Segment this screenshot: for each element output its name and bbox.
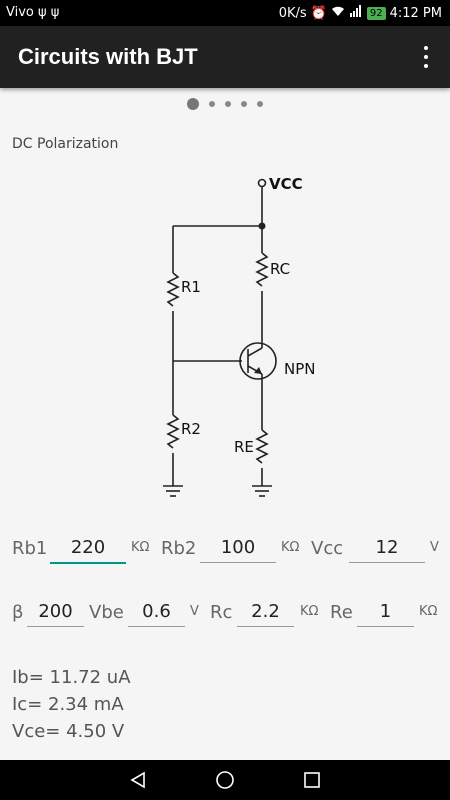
usb-icon: ψ ψ [38,5,60,20]
status-bar: Vivo ψ ψ 0K/s ⏰ 92 4:12 PM [0,0,450,26]
rb1-label: Rb1 [12,538,48,559]
page-dot-3[interactable] [225,101,231,107]
emitter-arrow-icon [254,367,262,374]
wifi-icon [331,5,345,21]
overflow-menu-icon[interactable] [416,44,436,70]
ic-result: Ic= 2.34 mA [12,694,124,715]
app-bar: Circuits with BJT [0,26,450,88]
section-title: DC Polarization [12,136,119,152]
network-speed: 0K/s [278,5,307,21]
re-unit: KΩ [419,604,438,619]
back-icon[interactable] [118,760,158,800]
rc-label: RC [270,260,290,278]
rb1-input[interactable]: 220 [50,536,126,564]
r2-label: R2 [181,420,201,438]
re-input-label: Re [330,602,353,623]
page-dot-4[interactable] [241,101,247,107]
page-dot-1[interactable] [187,98,199,110]
home-icon[interactable] [205,760,245,800]
rb2-unit: KΩ [281,540,300,555]
vbe-input[interactable]: 0.6 [128,600,185,627]
rc-unit: KΩ [300,604,319,619]
navigation-bar [0,760,450,800]
results: Ib= 11.72 uA Ic= 2.34 mA Vce= 4.50 V [12,664,131,745]
rb2-input[interactable]: 100 [200,536,276,563]
bjt-circuit-diagram: VCC R1 R2 RC RE NPN [163,175,316,497]
carrier-label: Vivo [6,5,34,20]
input-row-1: Rb1 220 KΩ Rb2 100 KΩ Vcc 12 V [0,536,450,566]
junction-dot [258,222,266,230]
vcc-label: VCC [269,175,303,193]
clock: 4:12 PM [389,5,442,21]
beta-label: β [12,602,24,623]
vcc-input[interactable]: 12 [349,536,425,563]
page-dot-2[interactable] [209,101,215,107]
re-input[interactable]: 1 [357,600,414,627]
re-label: RE [234,438,254,456]
vbe-label: Vbe [89,602,124,623]
rb2-label: Rb2 [161,538,197,559]
rc-input-label: Rc [210,602,233,623]
input-row-2: β 200 Vbe 0.6 V Rc 2.2 KΩ Re 1 KΩ [0,600,450,630]
ib-result: Ib= 11.72 uA [12,667,131,688]
app-title: Circuits with BJT [18,44,198,69]
rb1-unit: KΩ [131,540,150,555]
vcc-unit: V [430,540,439,555]
vcc-input-label: Vcc [311,538,344,559]
signal-icon [349,5,363,21]
vbe-unit: V [190,604,199,619]
beta-input[interactable]: 200 [27,600,84,627]
page-dot-5[interactable] [257,101,263,107]
recents-icon[interactable] [292,760,332,800]
npn-label: NPN [284,360,316,378]
r1-label: R1 [181,278,201,296]
page-indicator [0,98,450,110]
vce-result: Vce= 4.50 V [12,721,125,742]
alarm-icon: ⏰ [310,5,327,21]
battery-icon: 92 [366,6,386,20]
rc-input[interactable]: 2.2 [237,600,294,627]
